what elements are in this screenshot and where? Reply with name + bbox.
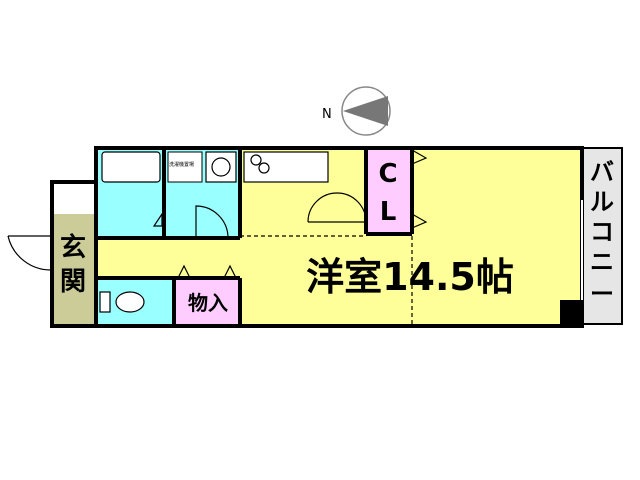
washer-space [167, 151, 203, 183]
balcony-label-3: コ [590, 218, 614, 246]
balcony-label-1: バ [590, 158, 614, 186]
main-room-label: 洋室14.5帖 [306, 255, 514, 299]
balcony [581, 147, 623, 325]
entrance [52, 214, 94, 324]
kitchen-counter [243, 151, 329, 183]
washbasin [205, 151, 237, 183]
entrance-door-swing-icon [7, 235, 53, 271]
compass-arrow-icon [343, 96, 388, 126]
storage-label: 物入 [188, 291, 228, 315]
closet-label-l: L [380, 197, 397, 227]
bath-door-icon [152, 212, 163, 227]
door-swing-icon [307, 192, 367, 223]
entrance-label-2: 関 [60, 267, 86, 297]
washer-label: 洗濯機置場 [169, 161, 194, 168]
closet-label-c: C [378, 159, 397, 189]
compass: N [322, 86, 391, 136]
pillar [560, 300, 580, 324]
balcony-label-4: ニ [590, 248, 614, 276]
balcony-label-2: ル [590, 188, 614, 216]
stove-burner-icon [250, 154, 262, 166]
closet-door-icon [411, 149, 428, 165]
closet-door-icon [411, 213, 428, 229]
door-swing-icon [195, 205, 229, 239]
toilet-bowl-icon [115, 291, 145, 313]
bathtub [101, 151, 161, 183]
balcony-label-5: ー [590, 280, 614, 308]
storage-room [176, 280, 240, 324]
storage-door-icon [177, 264, 237, 279]
washbasin-bowl-icon [211, 157, 231, 177]
north-label: N [322, 107, 332, 122]
closet [368, 150, 410, 232]
entrance-label-1: 玄 [60, 232, 86, 263]
toilet-tank-icon [99, 291, 111, 313]
stove-burner-icon [258, 162, 270, 174]
